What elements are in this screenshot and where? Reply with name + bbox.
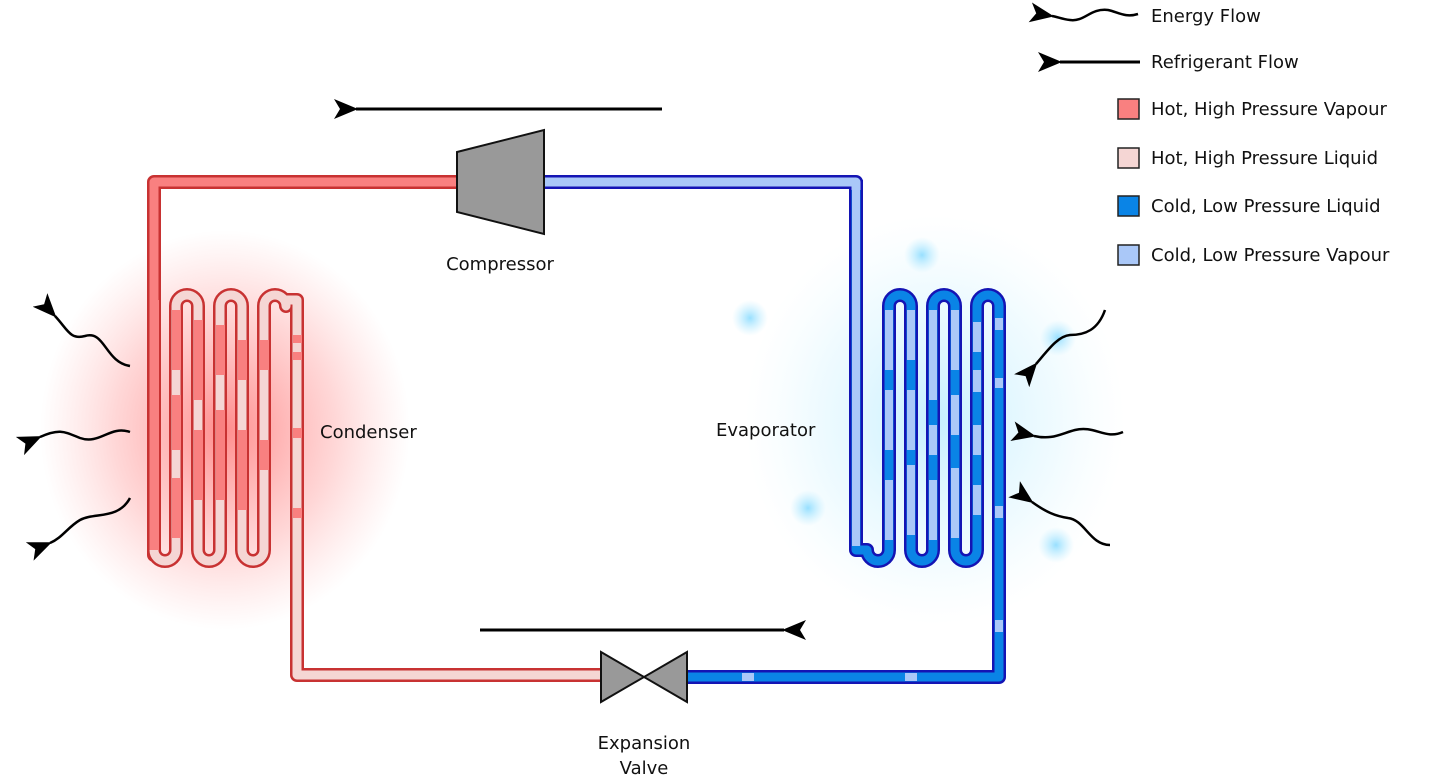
evaporator-label: Evaporator: [716, 420, 816, 441]
legend-hot-hp-vapour-label: Hot, High Pressure Vapour: [1151, 99, 1388, 120]
evaporator-coil: [849, 180, 1006, 568]
legend-swatch-hot-hp-liquid: [1117, 147, 1140, 169]
compressor-symbol: [456, 128, 545, 236]
legend-cold-lp-vapour-label: Cold, Low Pressure Vapour: [1151, 245, 1390, 266]
energy-flow-arrow: [25, 497, 132, 561]
energy-flow-arrow: [1010, 421, 1124, 441]
condenser-coil: [147, 288, 304, 583]
legend-refrigerant-flow-label: Refrigerant Flow: [1151, 52, 1299, 73]
expansion-valve-label-line2: Valve: [620, 758, 669, 779]
legend-energy-flow-arrow: [1028, 2, 1139, 23]
expansion-valve-symbol: [600, 650, 688, 704]
legend: Energy Flow Refrigerant Flow Hot, High P…: [1028, 2, 1390, 266]
energy-flow-arrow: [32, 293, 131, 368]
legend-swatch-cold-lp-vapour: [1117, 244, 1140, 266]
cold-spot: [904, 237, 940, 273]
cold-spot: [790, 490, 826, 526]
hot-liquid-pipe: [290, 578, 602, 682]
compressor-label: Compressor: [446, 254, 554, 275]
cold-vapour-pipe: [543, 175, 863, 190]
cold-spot: [1038, 527, 1074, 563]
cold-spot: [732, 300, 768, 336]
condenser-label: Condenser: [320, 422, 417, 443]
legend-cold-lp-liquid-label: Cold, Low Pressure Liquid: [1151, 196, 1381, 217]
energy-flow-arrow: [1014, 309, 1107, 388]
energy-flow-arrow: [15, 429, 131, 456]
legend-energy-flow-label: Energy Flow: [1151, 6, 1261, 27]
expansion-valve-label-line1: Expansion: [598, 733, 691, 754]
legend-swatch-cold-lp-liquid: [1117, 195, 1140, 217]
cold-spot: [1040, 320, 1076, 356]
cold-liquid-pipe: [686, 550, 1006, 684]
legend-hot-hp-liquid-label: Hot, High Pressure Liquid: [1151, 148, 1378, 169]
legend-swatch-hot-hp-vapour: [1117, 98, 1140, 120]
energy-flow-arrow: [1008, 481, 1111, 547]
